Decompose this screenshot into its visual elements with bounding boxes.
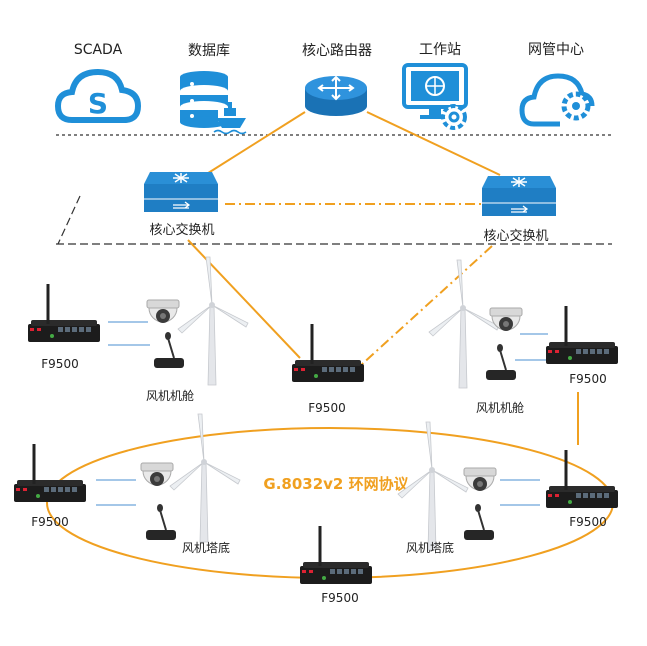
wind-turbine-icon bbox=[428, 259, 500, 389]
database-label: 数据库 bbox=[188, 43, 230, 59]
core-router-system: 核心路由器 bbox=[302, 43, 372, 116]
core-switch-right-label: 核心交换机 bbox=[483, 228, 548, 244]
scada-system: SCADA S bbox=[54, 42, 142, 123]
link-switch-right-router bbox=[359, 245, 493, 367]
intercom-icon bbox=[485, 343, 517, 381]
base-left-group: F9500 风机塔底 bbox=[12, 413, 241, 555]
cloud-gear-icon bbox=[519, 73, 595, 127]
base-right-group: F9500 风机塔底 bbox=[397, 421, 620, 555]
ship-icon bbox=[213, 102, 247, 135]
switch-icon bbox=[143, 171, 219, 213]
router-nacelle-right-label: F9500 bbox=[569, 372, 606, 386]
intercom-icon bbox=[153, 331, 185, 369]
router-bottom-label: F9500 bbox=[321, 591, 358, 605]
router-icon bbox=[12, 442, 88, 504]
dome-camera-icon bbox=[146, 299, 180, 324]
base-right-label: 风机塔底 bbox=[406, 540, 454, 555]
protocol-label: G.8032v2 环网协议 bbox=[263, 475, 409, 493]
link-switch-center-router bbox=[187, 239, 301, 359]
nms-system: 网管中心 bbox=[519, 42, 595, 127]
router-base-left-label: F9500 bbox=[31, 515, 68, 529]
router-center-label: F9500 bbox=[308, 401, 345, 415]
database-icon bbox=[180, 71, 228, 128]
dome-camera-icon bbox=[140, 462, 174, 487]
core-switch-left: 核心交换机 bbox=[143, 171, 219, 238]
svg-text:S: S bbox=[88, 87, 108, 120]
nacelle-right-label: 风机机舱 bbox=[476, 401, 524, 415]
nacelle-right-group: F9500 风机机舱 bbox=[428, 259, 620, 415]
intercom-icon bbox=[145, 503, 177, 541]
workstation-system: 工作站 bbox=[402, 42, 468, 130]
monitor-gear-icon bbox=[402, 63, 468, 130]
router-icon bbox=[298, 524, 374, 586]
switch-icon bbox=[481, 175, 557, 217]
scada-label: SCADA bbox=[74, 42, 123, 58]
database-system: 数据库 bbox=[180, 43, 247, 135]
link-router-switch-left bbox=[204, 111, 306, 176]
router-icon bbox=[26, 282, 102, 344]
core-switch-right: 核心交换机 bbox=[481, 175, 557, 244]
workstation-label: 工作站 bbox=[419, 42, 461, 58]
router-icon bbox=[544, 304, 620, 366]
intercom-icon bbox=[463, 503, 495, 541]
base-left-label: 风机塔底 bbox=[182, 540, 230, 555]
nacelle-left-group: F9500 风机机舱 bbox=[26, 256, 249, 403]
router-icon bbox=[290, 322, 366, 384]
link-router-switch-right bbox=[366, 111, 501, 176]
cloud-s-icon: S bbox=[54, 68, 142, 123]
router-base-right-label: F9500 bbox=[569, 515, 606, 529]
router-nacelle-left-label: F9500 bbox=[41, 357, 78, 371]
nacelle-left-label: 风机机舱 bbox=[146, 389, 194, 403]
nms-label: 网管中心 bbox=[528, 42, 584, 58]
dome-camera-icon bbox=[463, 467, 497, 492]
center-router-group: F9500 bbox=[290, 322, 366, 415]
core-switch-left-label: 核心交换机 bbox=[149, 222, 214, 238]
wind-turbine-icon bbox=[177, 256, 249, 386]
router-icon bbox=[305, 75, 367, 116]
g8032-ring bbox=[46, 427, 614, 579]
bottom-router-group: F9500 bbox=[298, 524, 374, 605]
core-router-label: 核心路由器 bbox=[302, 43, 372, 59]
